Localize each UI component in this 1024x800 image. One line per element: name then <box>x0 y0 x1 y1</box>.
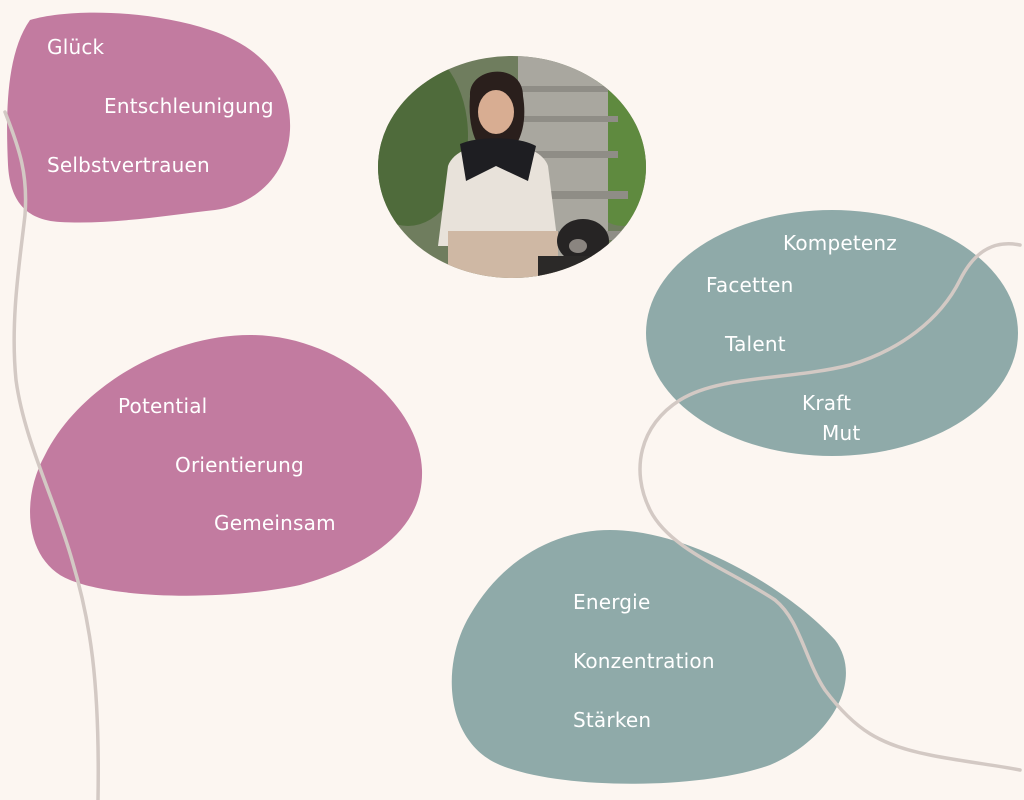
word-kompetenz: Kompetenz <box>783 231 897 255</box>
word-glueck: Glück <box>47 35 105 59</box>
word-gemeinsam: Gemeinsam <box>214 511 336 535</box>
word-potential: Potential <box>118 394 208 418</box>
portrait-photo <box>378 56 646 278</box>
word-orientierung: Orientierung <box>175 453 304 477</box>
word-facetten: Facetten <box>706 273 794 297</box>
blob-top-left <box>7 12 291 223</box>
word-talent: Talent <box>725 332 786 356</box>
portrait-photo-image <box>378 56 646 278</box>
blob-bottom <box>451 530 846 784</box>
line-right <box>638 242 1022 772</box>
word-energie: Energie <box>573 590 651 614</box>
blob-right <box>646 210 1018 456</box>
word-entschleunigung: Entschleunigung <box>104 94 274 118</box>
word-selbstvertrauen: Selbstvertrauen <box>47 153 210 177</box>
blob-middle-left <box>30 335 423 596</box>
word-kraft: Kraft <box>802 391 852 415</box>
line-left <box>3 110 100 800</box>
word-konzentration: Konzentration <box>573 649 715 673</box>
word-staerken: Stärken <box>573 708 652 732</box>
word-mut: Mut <box>822 421 861 445</box>
